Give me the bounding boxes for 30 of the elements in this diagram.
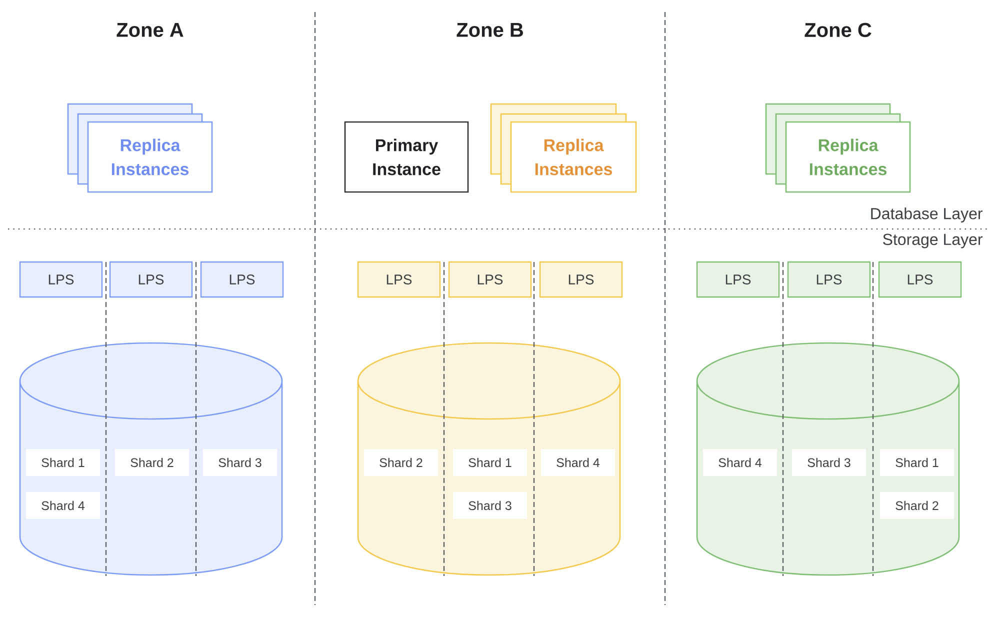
shard-tag: Shard 1: [880, 449, 954, 476]
zone-heading: Zone B: [456, 23, 523, 37]
stacked-boxes: Replica Instances: [490, 103, 637, 193]
lps-box: LPS: [357, 261, 441, 298]
shard-tag: Shard 2: [115, 449, 189, 476]
shard-tag: Shard 1: [453, 449, 527, 476]
shard-tag: Shard 2: [880, 492, 954, 519]
lps-box: LPS: [109, 261, 193, 298]
lps-box: LPS: [878, 261, 962, 298]
shard-tag: Shard 4: [26, 492, 100, 519]
layer-label: Storage Layer: [883, 234, 983, 248]
lps-box: LPS: [19, 261, 103, 298]
shard-tag: Shard 4: [541, 449, 615, 476]
zone-heading: Zone C: [804, 22, 872, 38]
shard-tag: Shard 4: [703, 449, 777, 476]
lps-box: LPS: [448, 261, 532, 298]
lps-box: LPS: [696, 261, 780, 298]
shard-tag: Shard 3: [203, 449, 277, 476]
shard-tag: Shard 1: [26, 449, 100, 476]
stacked-boxes: Replica Instances: [67, 103, 213, 193]
lps-box: LPS: [539, 261, 623, 298]
shard-tag: Shard 2: [364, 449, 438, 476]
instance-box: Primary Instance: [344, 121, 469, 193]
zone-heading: Zone A: [116, 23, 184, 37]
lps-box: LPS: [200, 261, 284, 298]
stacked-boxes: Replica Instances: [765, 103, 911, 193]
shard-tag: Shard 3: [792, 449, 866, 476]
layer-label: Database Layer: [871, 208, 983, 222]
shard-tag: Shard 3: [453, 492, 527, 519]
lps-box: LPS: [787, 261, 871, 298]
